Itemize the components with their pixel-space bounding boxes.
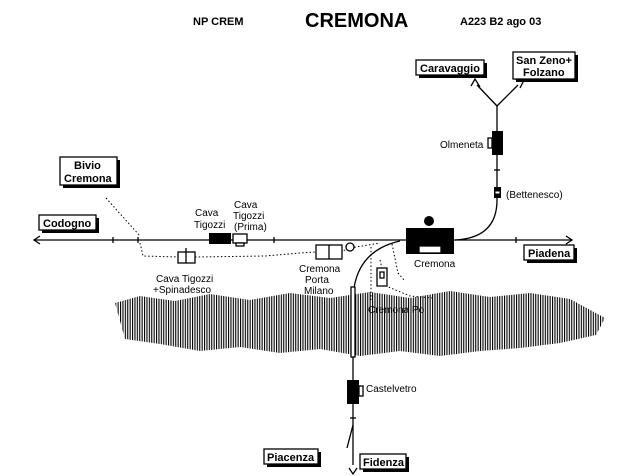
cremona-po-label: Cremona Po xyxy=(368,305,425,316)
cava-prima-label: Cava xyxy=(234,200,258,211)
olmeneta-label: Olmeneta xyxy=(440,140,484,151)
destination-piadena: Piadena xyxy=(523,244,577,263)
caravaggio-label: Caravaggio xyxy=(420,63,480,75)
codogno-label: Codogno xyxy=(43,218,92,230)
folzano-label: Folzano xyxy=(523,67,565,79)
porta-milano-label-2: Porta xyxy=(305,275,329,286)
cava-prima-label-2: Tigozzi xyxy=(233,211,264,222)
porta-milano-label-3: Milano xyxy=(304,286,334,297)
station-cava-tigozzi-prima: Cava Tigozzi (Prima) xyxy=(232,200,267,247)
south-line xyxy=(346,240,401,476)
header-revision: A223 B2 ago 03 xyxy=(460,16,541,28)
destination-codogno: Codogno xyxy=(38,214,99,233)
station-spinadesco: Cava Tigozzi +Spinadesco xyxy=(153,248,213,296)
destination-bivio-cremona: Bivio Cremona xyxy=(59,156,120,188)
bettenesco-label: (Bettenesco) xyxy=(506,190,563,201)
station-cremona: Cremona xyxy=(406,216,456,270)
cava-tigozzi-label-2: Tigozzi xyxy=(194,220,225,231)
river-po xyxy=(115,291,605,356)
destination-piacenza: Piacenza xyxy=(263,448,321,467)
station-cava-tigozzi: Cava Tigozzi xyxy=(194,208,231,244)
main-line xyxy=(32,235,574,245)
castelvetro-label: Castelvetro xyxy=(366,384,417,395)
station-cremona-po: Cremona Po xyxy=(368,267,425,316)
po-bridge xyxy=(350,286,356,358)
bivio-label: Bivio xyxy=(74,160,101,172)
bivio-label-2: Cremona xyxy=(64,173,113,185)
porta-milano-label: Cremona xyxy=(299,264,341,275)
station-olmeneta: Olmeneta xyxy=(440,131,503,155)
station-bettenesco: (Bettenesco) xyxy=(494,187,563,201)
fidenza-label: Fidenza xyxy=(363,457,405,469)
destination-caravaggio: Caravaggio xyxy=(415,59,487,78)
piacenza-label: Piacenza xyxy=(267,452,315,464)
olmeneta-line xyxy=(454,77,525,241)
sidings xyxy=(105,197,433,300)
page-title: CREMONA xyxy=(305,10,408,32)
station-castelvetro: Castelvetro xyxy=(347,380,417,404)
destination-fidenza: Fidenza xyxy=(359,453,409,472)
cava-prima-label-3: (Prima) xyxy=(234,222,267,233)
destination-san-zeno: San Zeno+ Folzano xyxy=(512,51,578,82)
station-cremona-porta-milano: Cremona Porta Milano xyxy=(299,242,355,297)
spinadesco-label: Cava Tigozzi xyxy=(156,274,213,285)
spinadesco-label-2: +Spinadesco xyxy=(153,285,212,296)
header-code: NP CREM xyxy=(193,16,244,28)
piadena-label: Piadena xyxy=(528,248,571,260)
cava-tigozzi-label: Cava xyxy=(195,208,219,219)
cremona-label: Cremona xyxy=(414,259,456,270)
san-zeno-label: San Zeno+ xyxy=(516,55,572,67)
